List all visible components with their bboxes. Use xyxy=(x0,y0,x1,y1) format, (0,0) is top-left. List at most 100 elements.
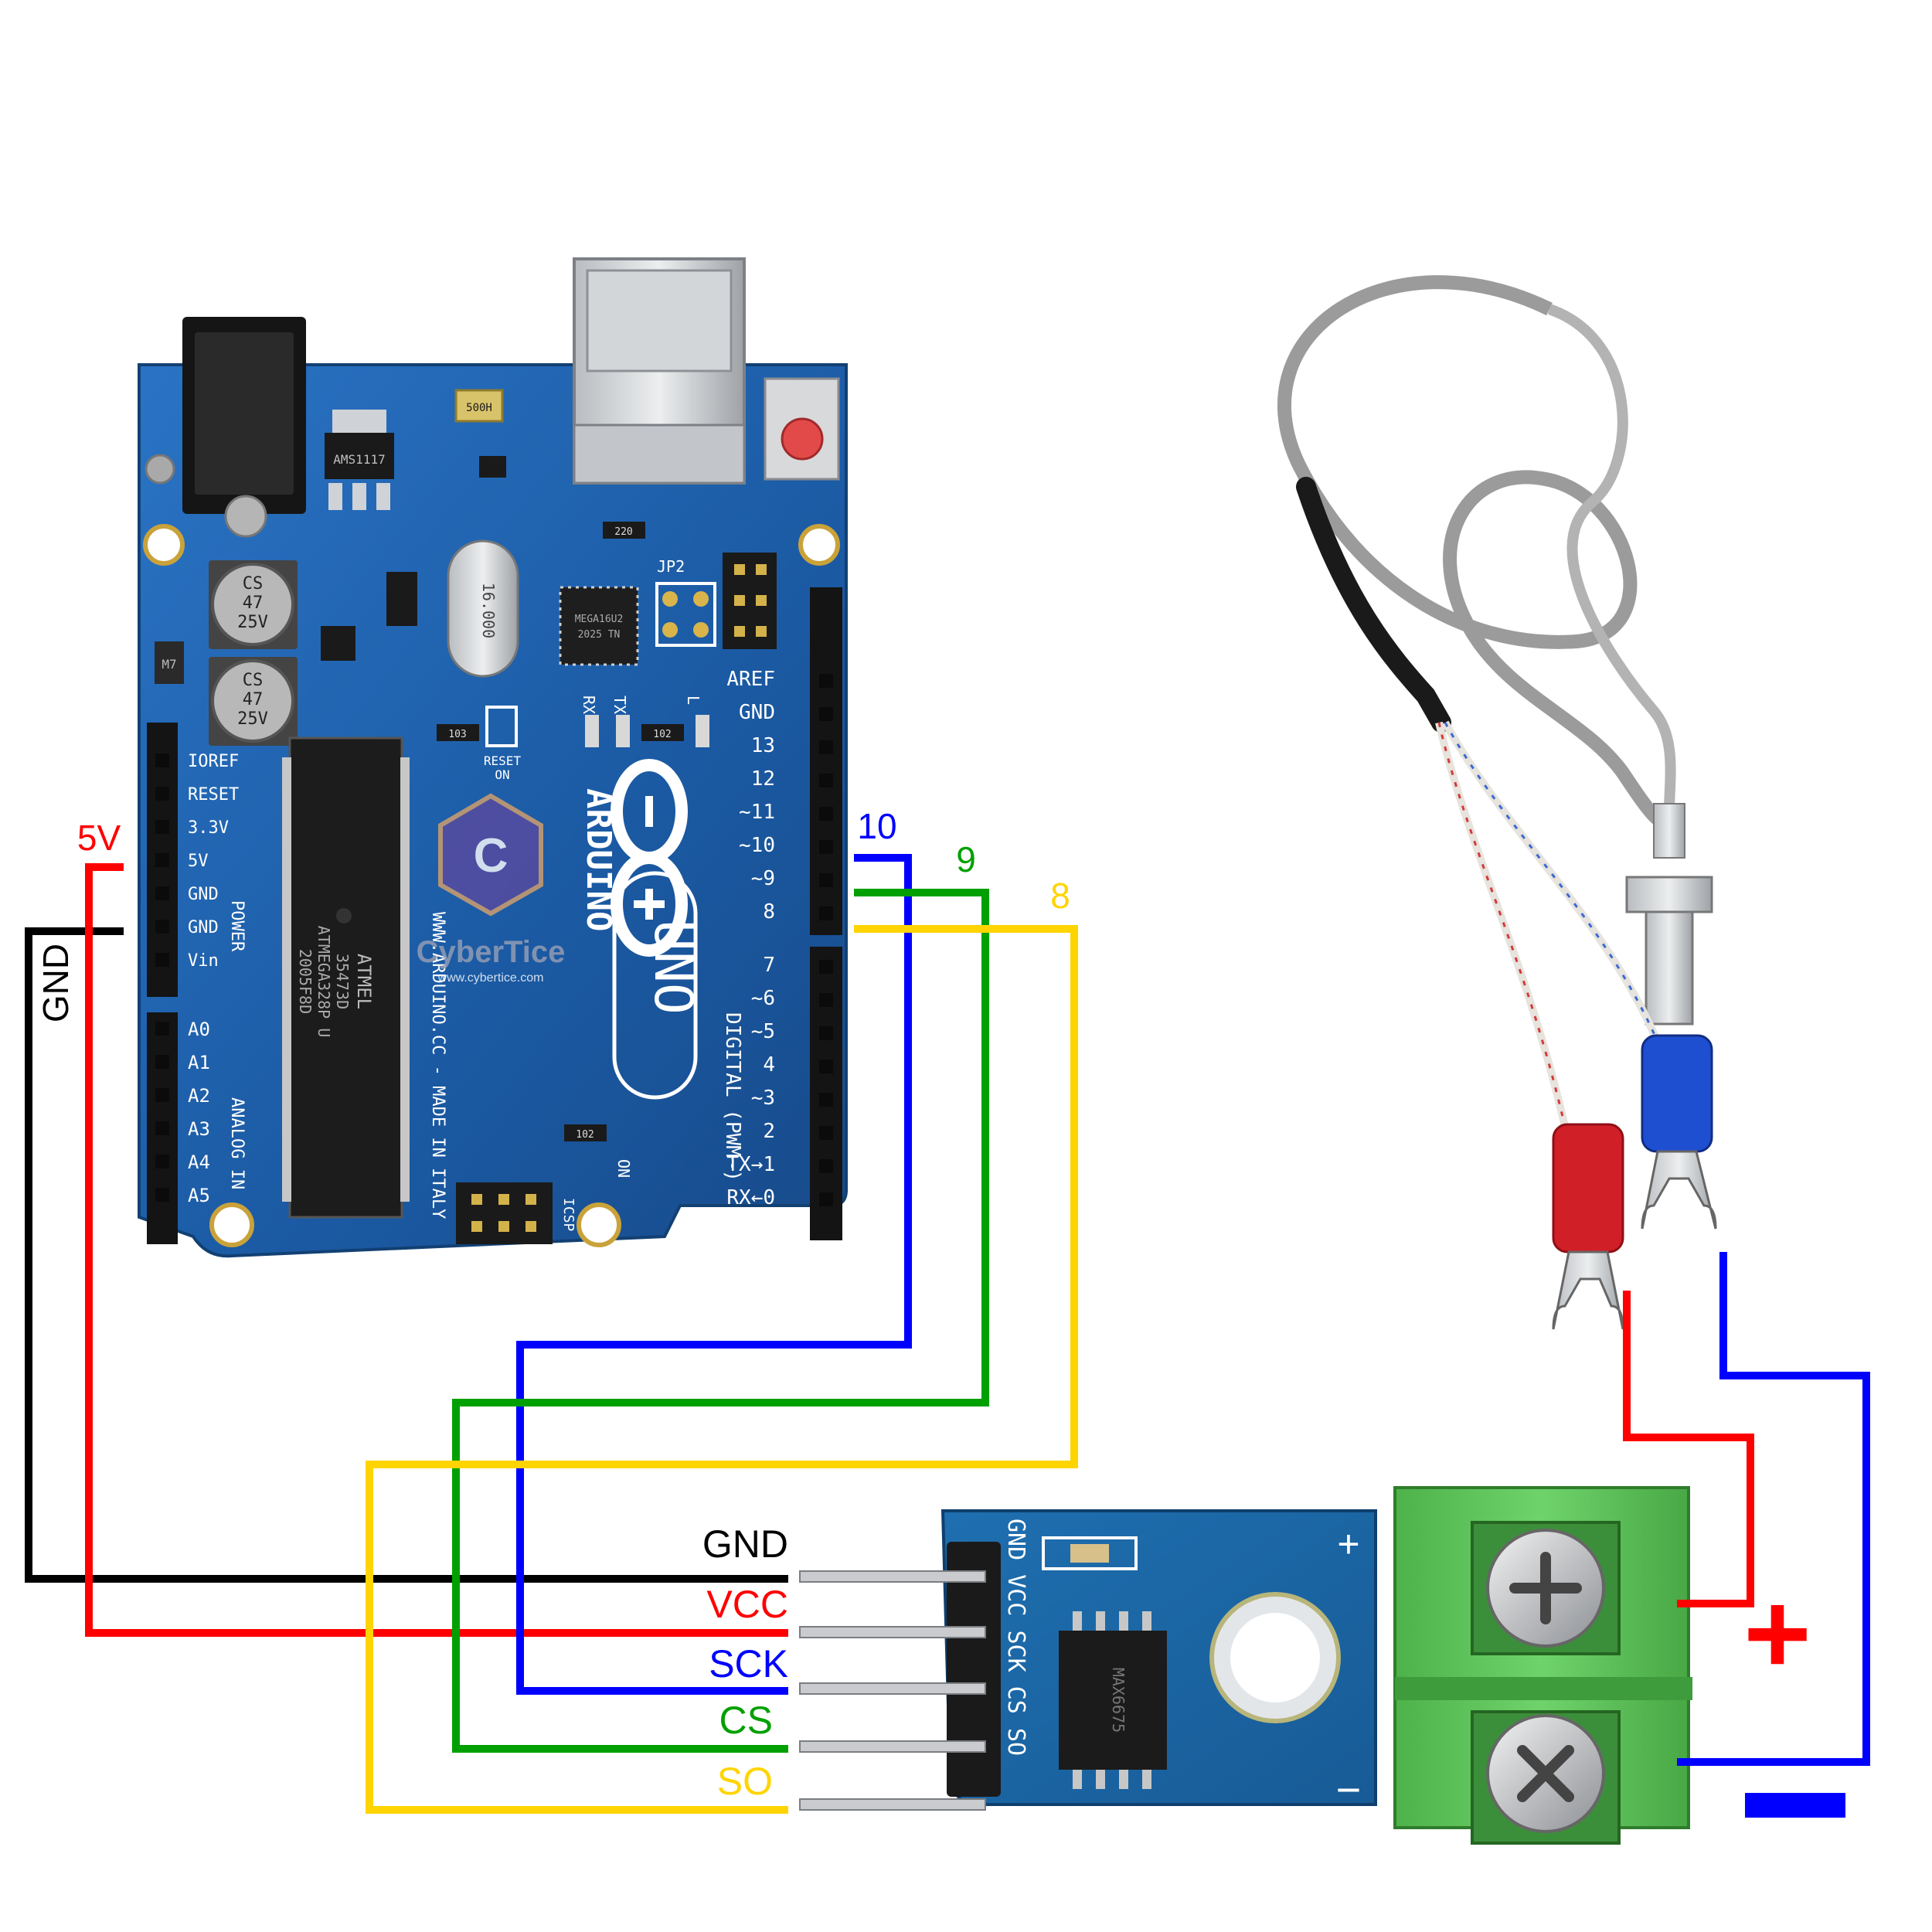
resistor-102-text: 102 xyxy=(653,729,671,740)
crystal: 16.000 xyxy=(447,539,519,678)
pin-label-sck: SCK xyxy=(709,1642,788,1685)
icsp-label: ICSP xyxy=(560,1198,577,1232)
cap2-line1: CS xyxy=(243,671,264,690)
resistor-103-text: 103 xyxy=(448,729,466,740)
tx-label: TX xyxy=(611,696,629,714)
blue-spade-terminal xyxy=(1641,1034,1717,1230)
chip-pins xyxy=(282,757,410,1202)
digital-pin-label: 2 xyxy=(763,1120,775,1143)
on-label: ON xyxy=(614,1159,633,1178)
icsp-header-top xyxy=(723,553,777,649)
header-socket xyxy=(819,873,833,887)
analog-pin-label: A5 xyxy=(188,1185,210,1206)
header-socket xyxy=(155,1022,169,1036)
header-socket xyxy=(819,1159,833,1173)
power-pin-label: Vin xyxy=(188,951,219,971)
screw-terminal-block xyxy=(1393,1486,1692,1845)
header-socket xyxy=(155,787,169,801)
header-socket xyxy=(155,920,169,934)
digital-pin-label: 13 xyxy=(751,734,775,757)
usb-chip-line1: MEGA16U2 xyxy=(575,614,624,625)
header-socket xyxy=(819,707,833,721)
digital-pin-label: ~6 xyxy=(751,987,775,1010)
resistor-102: 102 xyxy=(641,724,684,741)
wire-cs xyxy=(452,889,989,1753)
header-socket xyxy=(155,1188,169,1202)
digital-pin-label: TX→1 xyxy=(726,1153,775,1176)
header-socket xyxy=(819,1192,833,1206)
cap2-line3: 25V xyxy=(237,709,268,729)
module-pin-leg-vcc xyxy=(799,1626,986,1638)
watermark-logo-letter: C xyxy=(474,829,509,883)
transistor xyxy=(479,456,506,478)
watermark-brand: CyberTice xyxy=(417,935,566,969)
wire-so xyxy=(366,925,1078,1814)
module-plus-label: + xyxy=(1337,1522,1359,1566)
module-chip-text: MAX6675 xyxy=(1109,1668,1128,1733)
l-label: L xyxy=(684,696,702,705)
module-minus-label: − xyxy=(1336,1765,1362,1814)
chip-line2: ATMEGA328P U xyxy=(315,926,333,1038)
header-socket xyxy=(155,753,169,767)
polarity-plus-symbol: + xyxy=(1743,1568,1811,1698)
wire-label-8: 8 xyxy=(1050,876,1070,916)
header-socket xyxy=(819,960,833,974)
module-pin-legs xyxy=(799,1570,986,1811)
cap1-line3: 25V xyxy=(237,613,268,632)
module-pin-header xyxy=(799,1542,1001,1811)
smd-chip xyxy=(386,572,417,626)
wire-gnd xyxy=(25,927,788,1583)
arduino-uno-board: AMS1117 500H CS 47 25V CS 47 25V xyxy=(138,257,848,1258)
rx-label: RX xyxy=(580,696,598,714)
voltage-regulator: AMS1117 xyxy=(325,410,394,510)
jp2-label: JP2 xyxy=(657,557,685,576)
header-socket xyxy=(155,953,169,967)
cap1-line2: 47 xyxy=(243,594,264,613)
analog-pin-label: A4 xyxy=(188,1151,210,1173)
made-in-text: WWW.ARDUINO.CC - MADE IN ITALY xyxy=(428,912,447,1219)
header-socket xyxy=(819,1060,833,1073)
chip-brand: ATMEL xyxy=(353,954,375,1009)
analog-pin-label: A0 xyxy=(188,1019,210,1040)
header-socket xyxy=(819,774,833,787)
fuse: 500H xyxy=(454,389,504,423)
cybertice-watermark: C CyberTice www.cybertice.com xyxy=(417,793,566,985)
arduino-brand: ARDUINO xyxy=(579,788,618,931)
chip-line1: 35473D xyxy=(333,954,352,1009)
fuse-text: 500H xyxy=(466,402,492,414)
analog-pin-label: A1 xyxy=(188,1052,210,1073)
digital-pin-label: ~5 xyxy=(751,1020,775,1043)
analog-header-title: ANALOG IN xyxy=(227,1097,247,1189)
icsp-header-bottom: ICSP xyxy=(456,1182,577,1244)
diode-text: M7 xyxy=(162,657,176,672)
module-silk-labels: GND VCC SCK CS SO xyxy=(1002,1519,1029,1756)
pin-label-so: SO xyxy=(717,1760,773,1803)
atmega328p-chip: ATMEL 35473D ATMEGA328P U 2005F8D xyxy=(282,736,410,1219)
power-header-title: POWER xyxy=(227,900,247,952)
module-pin-leg-sck xyxy=(799,1682,986,1695)
power-pin-label: 5V xyxy=(188,852,209,871)
dc-power-jack xyxy=(145,317,306,538)
watermark-url: www.cybertice.com xyxy=(437,971,544,985)
usb-chip-line2: 2025 TN xyxy=(578,629,621,641)
pin-label-vcc: VCC xyxy=(706,1583,788,1626)
pin-label-cs: CS xyxy=(719,1699,773,1742)
power-pin-label: IOREF xyxy=(188,752,239,771)
reset-on-line2: ON xyxy=(495,767,509,782)
regulator-text: AMS1117 xyxy=(333,452,385,467)
digital-pin-label: RX←0 xyxy=(726,1186,775,1209)
header-socket xyxy=(819,840,833,854)
wire-thermo-plus xyxy=(1623,1291,1754,1607)
diode: M7 xyxy=(155,641,184,684)
resistor-220-text: 220 xyxy=(614,526,632,538)
header-socket xyxy=(819,674,833,688)
polarity-minus-symbol xyxy=(1745,1793,1845,1818)
header-socket xyxy=(155,820,169,834)
reset-on-line1: RESET xyxy=(484,753,522,768)
wire-label-9: 9 xyxy=(956,839,976,879)
wire-sck xyxy=(516,854,912,1695)
power-header xyxy=(147,723,178,1244)
